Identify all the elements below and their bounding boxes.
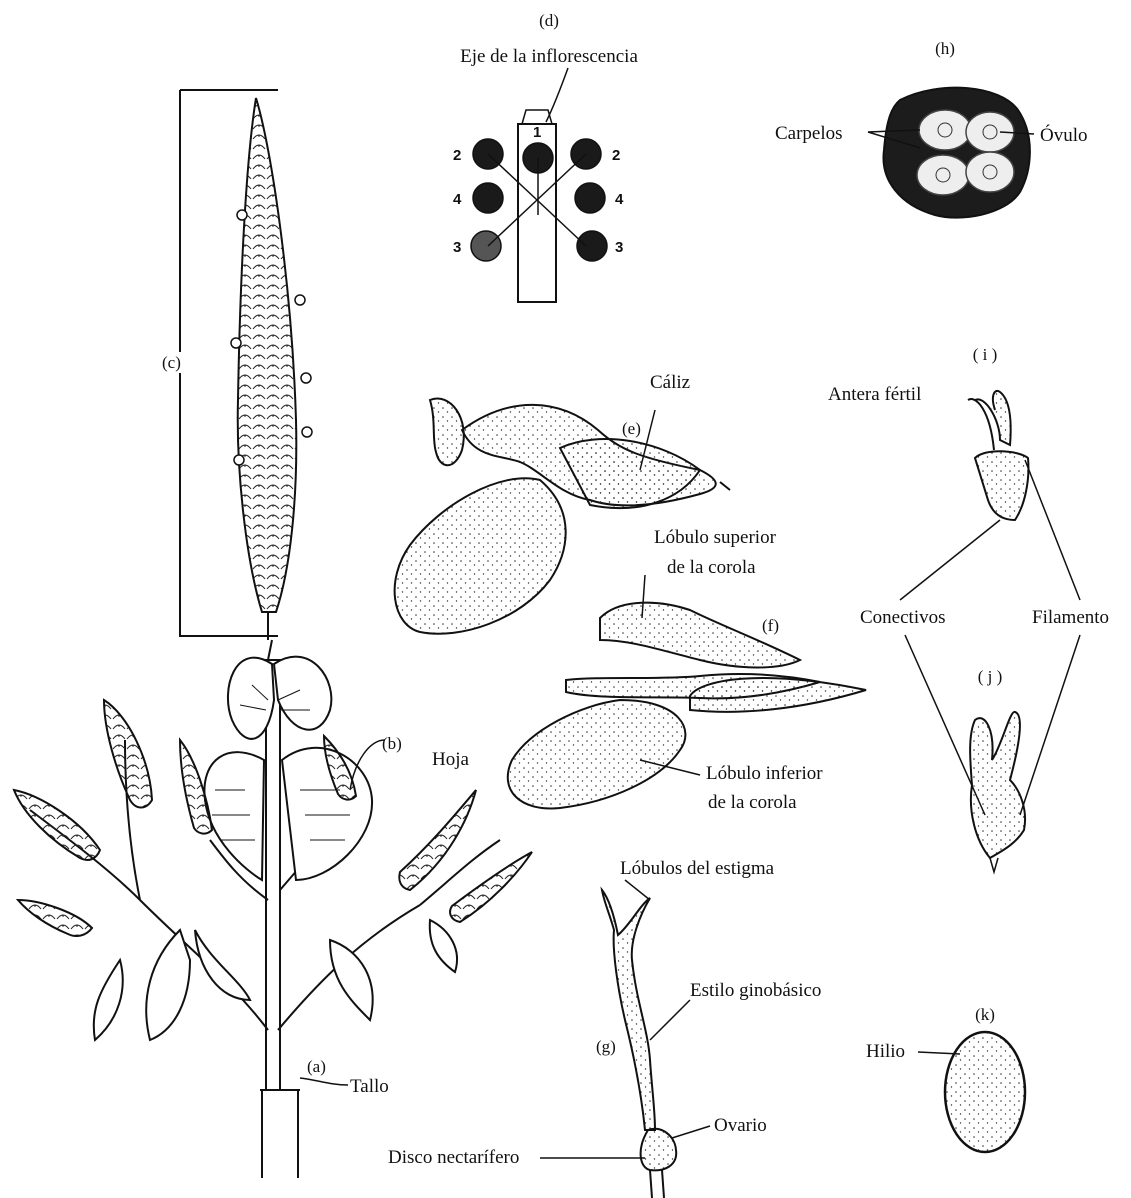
marker-k: (k) [975,1006,995,1023]
seed [918,1032,1025,1152]
marker-b: (b) [382,735,402,752]
label-hilio: Hilio [866,1042,905,1061]
label-carpelos: Carpelos [775,124,843,143]
left-number-3: 3 [453,240,461,255]
marker-d: (d) [539,12,559,29]
stamen-j [970,712,1025,858]
marker-i: ( i ) [973,346,998,363]
label-hoja: Hoja [432,750,469,769]
right-number-1: 2 [612,148,620,163]
label-ovulo: Óvulo [1040,126,1088,145]
flower-side-view [395,399,716,634]
label-eje: Eje de la inflorescencia [460,47,638,66]
label-lobulo-inf-1: Lóbulo inferior [706,764,823,783]
leaves [94,657,457,1040]
right-number-2: 4 [615,192,623,207]
axis-number: 1 [533,125,541,140]
marker-h: (h) [935,40,955,57]
marker-f: (f) [762,617,779,634]
label-lobulo-sup-2: de la corola [667,558,756,577]
ovary-section [868,88,1034,218]
label-antera: Antera fértil [828,385,921,404]
left-number-2: 4 [453,192,461,207]
lateral-spikes [14,700,532,936]
marker-j: ( j ) [978,668,1003,685]
right-number-3: 3 [615,240,623,255]
label-ovario: Ovario [714,1116,767,1135]
label-tallo: Tallo [350,1077,389,1096]
marker-g: (g) [596,1038,616,1055]
inflorescence-spike [231,98,312,640]
label-estilo: Estilo ginobásico [690,981,821,1000]
marker-c: (c) [162,352,181,373]
label-lobulo-inf-2: de la corola [708,793,797,812]
left-number-1: 2 [453,148,461,163]
label-lobulo-sup-1: Lóbulo superior [654,528,776,547]
label-lobulos-estigma: Lóbulos del estigma [620,859,774,878]
stamen-i [968,391,1028,520]
marker-a: (a) [307,1058,326,1075]
marker-e: (e) [622,420,641,437]
label-disco: Disco nectarífero [388,1148,519,1167]
label-caliz: Cáliz [650,373,690,392]
label-filamento: Filamento [1032,608,1109,627]
label-conectivos: Conectivos [860,608,946,627]
